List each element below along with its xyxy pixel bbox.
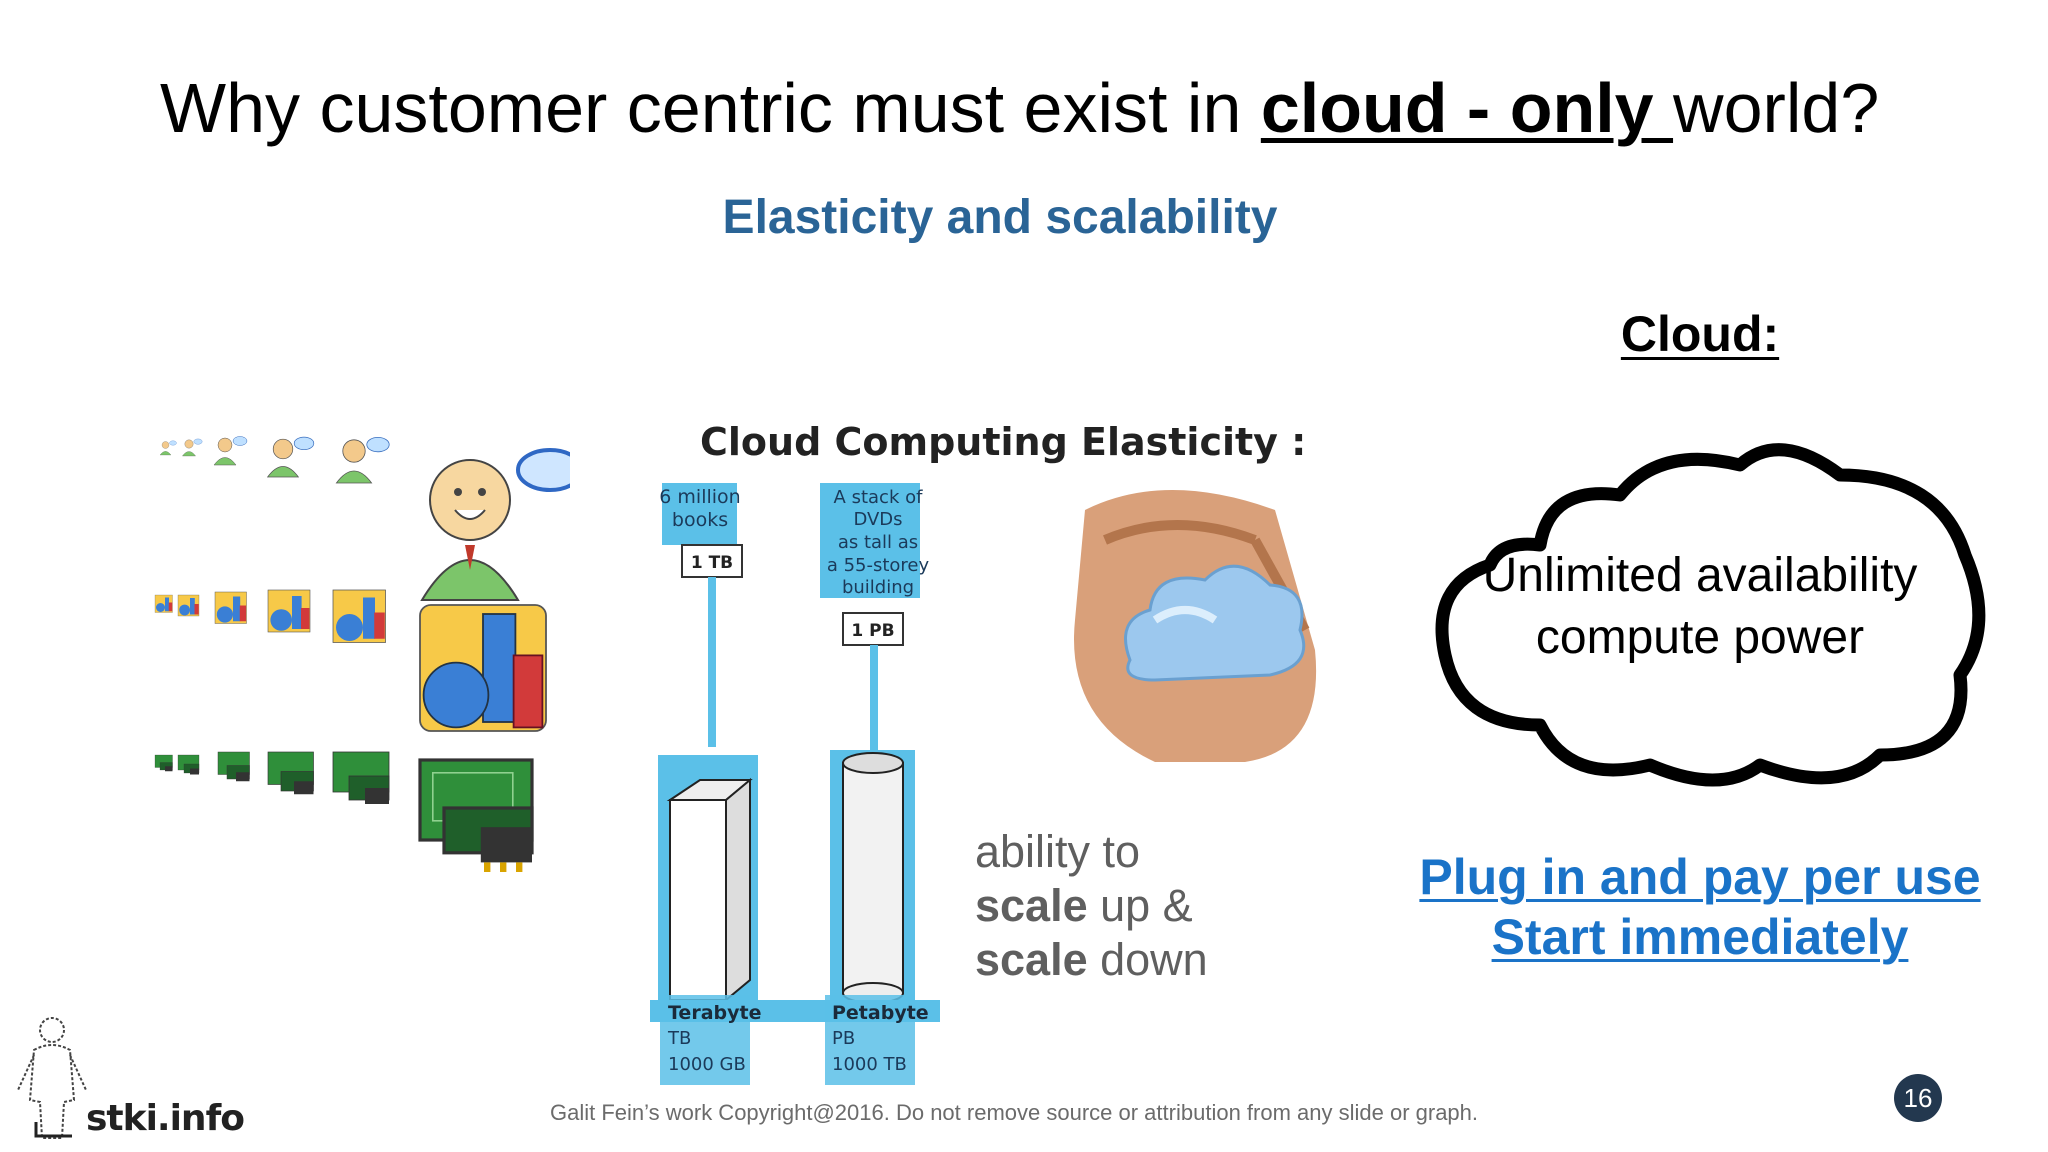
chart-title: Cloud Computing Elasticity : bbox=[700, 420, 1307, 464]
right-bottom-label-1: Petabyte bbox=[832, 1002, 929, 1024]
left-box-label: 1 TB bbox=[691, 553, 733, 573]
right-top-label-1: A stack of bbox=[834, 487, 924, 508]
scale-line-2: scale up & bbox=[975, 879, 1208, 933]
left-bottom-label-2: TB bbox=[667, 1028, 691, 1049]
right-top-label-5: building bbox=[842, 577, 914, 598]
left-bottom-label-3: 1000 GB bbox=[668, 1054, 746, 1075]
stki-logo-text: stki.info bbox=[86, 1098, 245, 1139]
page-number-badge: 16 bbox=[1894, 1074, 1942, 1122]
right-bottom-label-2: PB bbox=[832, 1028, 855, 1049]
scale-rest-2: down bbox=[1087, 934, 1208, 985]
left-label-bg bbox=[662, 483, 737, 545]
right-top-label-3: as tall as bbox=[838, 532, 918, 553]
scale-rest-1: up & bbox=[1087, 880, 1193, 931]
dvd-stack-icon bbox=[830, 750, 915, 1005]
cloud-text: Unlimited availability compute power bbox=[1440, 545, 1960, 669]
left-top-label-2: books bbox=[672, 509, 728, 531]
left-top-label-1: 6 million bbox=[659, 486, 740, 508]
title-prefix: Why customer centric must exist in bbox=[160, 69, 1261, 147]
stki-logo-figure-icon bbox=[17, 1017, 87, 1139]
scale-line-3: scale down bbox=[975, 933, 1208, 987]
left-box bbox=[681, 544, 743, 578]
right-bottom-label-3: 1000 TB bbox=[832, 1054, 907, 1075]
title-suffix: world? bbox=[1673, 69, 1880, 147]
plug-in-link[interactable]: Plug in and pay per use bbox=[1419, 849, 1981, 905]
left-bottom-label-1: Terabyte bbox=[668, 1002, 761, 1024]
scale-description: ability to scale up & scale down bbox=[975, 825, 1208, 987]
cloud-text-line-2: compute power bbox=[1535, 611, 1865, 664]
slide-subtitle: Elasticity and scalability bbox=[722, 191, 1278, 244]
copyright-notice: Galit Fein’s work Copyright@2016. Do not… bbox=[550, 1100, 1479, 1125]
elasticity-chart: 6 million books 1 TB A stack of DVDs as … bbox=[650, 483, 940, 1085]
scale-bold-2: scale bbox=[975, 934, 1088, 985]
right-label-bg bbox=[820, 483, 920, 598]
chart-icon bbox=[154, 589, 547, 732]
server-stack-icon bbox=[658, 755, 758, 1005]
users-icon bbox=[159, 436, 570, 601]
right-box-label: 1 PB bbox=[851, 621, 894, 641]
cloud-text-line-1: Unlimited availability bbox=[1482, 549, 1918, 602]
scale-line-1: ability to bbox=[975, 826, 1141, 877]
cloud-shape-icon bbox=[1435, 443, 1986, 787]
start-immediately-link[interactable]: Start immediately bbox=[1491, 909, 1909, 965]
cloud-heading: Cloud: bbox=[1620, 306, 1780, 362]
hardware-icon bbox=[154, 751, 534, 872]
right-top-label-4: a 55-storey bbox=[827, 555, 930, 576]
scale-bold-1: scale bbox=[975, 880, 1088, 931]
hand-cloud-photo bbox=[1045, 470, 1330, 765]
right-top-label-2: DVDs bbox=[853, 509, 902, 530]
scaling-icons-illustration bbox=[154, 436, 570, 872]
title-emphasis: cloud - only bbox=[1260, 69, 1674, 147]
slide-title: Why customer centric must exist in cloud… bbox=[160, 70, 1879, 147]
